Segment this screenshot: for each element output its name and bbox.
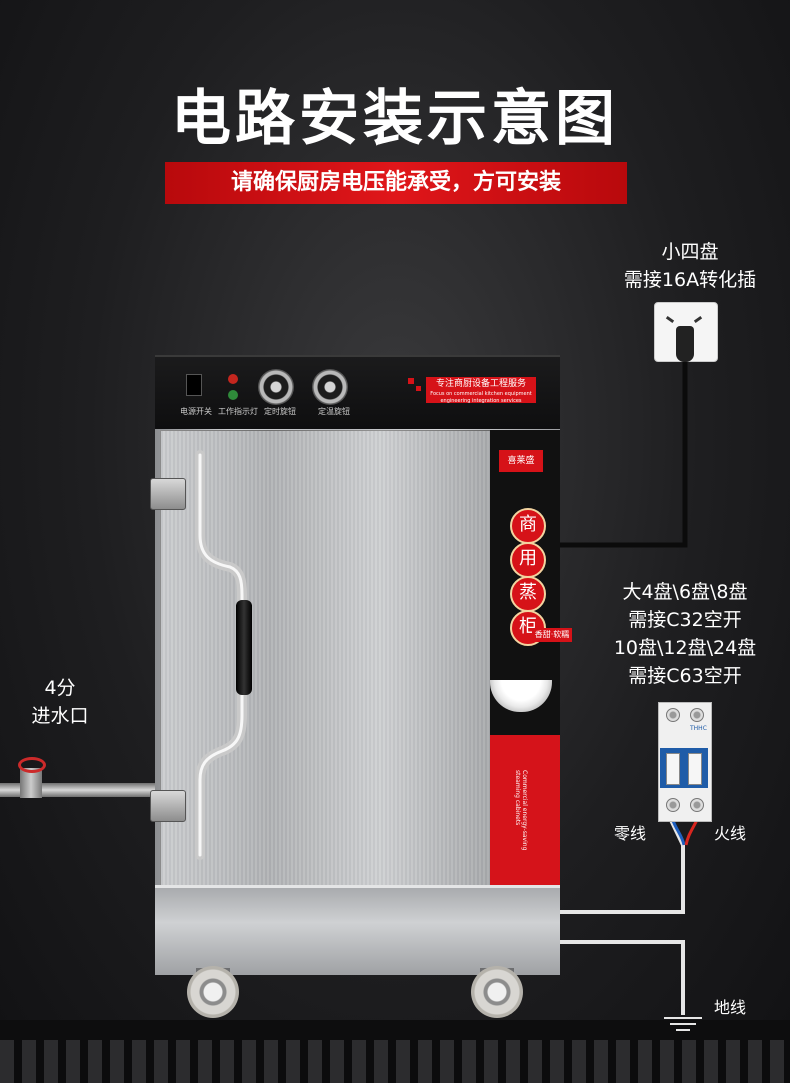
caster-wheel <box>471 966 523 1018</box>
caster-wheel <box>187 966 239 1018</box>
socket-label-line2: 需接16A转化插 <box>623 269 757 291</box>
slogan-tag: 专注商厨设备工程服务 Focus on commercial kitchen e… <box>426 377 536 404</box>
live-wire-label: 火线 <box>714 824 747 843</box>
brand-logo: 喜莱盛 <box>499 450 543 472</box>
decal-tag: 香甜·软糯 <box>532 628 572 642</box>
breaker-label-line1: 大4盘\6盘\8盘 <box>622 581 748 603</box>
breaker-label-line2: 需接C32空开 <box>628 609 742 631</box>
decal-vertical-text: Commercial energy-saving steaming cabine… <box>514 770 528 851</box>
water-inlet-label: 4分 进水口 <box>20 674 100 730</box>
page-title: 电路安装示意图 <box>171 84 619 154</box>
indicator-light-red <box>228 374 238 384</box>
breaker-label-line4: 需接C63空开 <box>628 665 742 687</box>
neutral-wire <box>670 817 686 846</box>
door-sheen <box>160 430 490 885</box>
cabinet-base <box>155 885 560 975</box>
supply-wire <box>560 817 685 914</box>
panel-label: 定温旋钮 <box>318 407 350 416</box>
handle-grip <box>236 600 252 695</box>
panel-label: 工作指示灯 <box>218 407 258 416</box>
indicator-light-green <box>228 390 238 400</box>
door-hinge <box>150 478 186 510</box>
water-inlet-label-line1: 4分 <box>44 677 76 699</box>
breaker-lever <box>666 753 680 785</box>
neutral-wire-label: 零线 <box>614 824 647 843</box>
breaker-brand: THHC <box>690 725 707 732</box>
side-decal-red <box>490 735 560 885</box>
panel-label: 定时旋钮 <box>264 407 296 416</box>
breaker-screw <box>690 798 704 812</box>
power-cable <box>560 360 688 548</box>
breaker-screw <box>666 798 680 812</box>
temperature-knob <box>312 369 348 405</box>
breaker-label: 大4盘\6盘\8盘 需接C32空开 10盘\12盘\24盘 需接C63空开 <box>600 578 770 690</box>
socket-label: 小四盘 需接16A转化插 <box>600 238 780 294</box>
slogan-tag-sub: Focus on commercial kitchen equipment en… <box>430 391 532 404</box>
breaker-screw <box>666 708 680 722</box>
breaker-screw <box>690 708 704 722</box>
valve-handwheel-icon <box>18 757 46 773</box>
power-switch <box>186 374 202 396</box>
breaker-lever <box>688 753 702 785</box>
socket-label-line1: 小四盘 <box>661 241 719 263</box>
timer-knob <box>258 369 294 405</box>
valve-body <box>20 768 42 798</box>
floor-shadow <box>0 1020 790 1042</box>
breaker-label-line3: 10盘\12盘\24盘 <box>613 637 757 659</box>
notice-banner: 请确保厨房电压能承受，方可安装 <box>165 162 627 204</box>
decor-square <box>408 378 414 384</box>
floor-grate <box>0 1040 790 1083</box>
decal-char: 蒸 <box>510 576 546 612</box>
decor-square <box>416 386 421 391</box>
door-hinge <box>150 790 186 822</box>
water-inlet-label-line2: 进水口 <box>31 705 89 727</box>
slogan-tag-main: 专注商厨设备工程服务 <box>435 379 526 389</box>
ground-wire <box>560 940 685 1015</box>
decal-char: 用 <box>510 542 546 578</box>
panel-label: 电源开关 <box>180 407 212 416</box>
plug <box>676 326 694 362</box>
live-wire <box>684 817 700 846</box>
ground-wire-label: 地线 <box>714 998 747 1017</box>
decal-char: 商 <box>510 508 546 544</box>
